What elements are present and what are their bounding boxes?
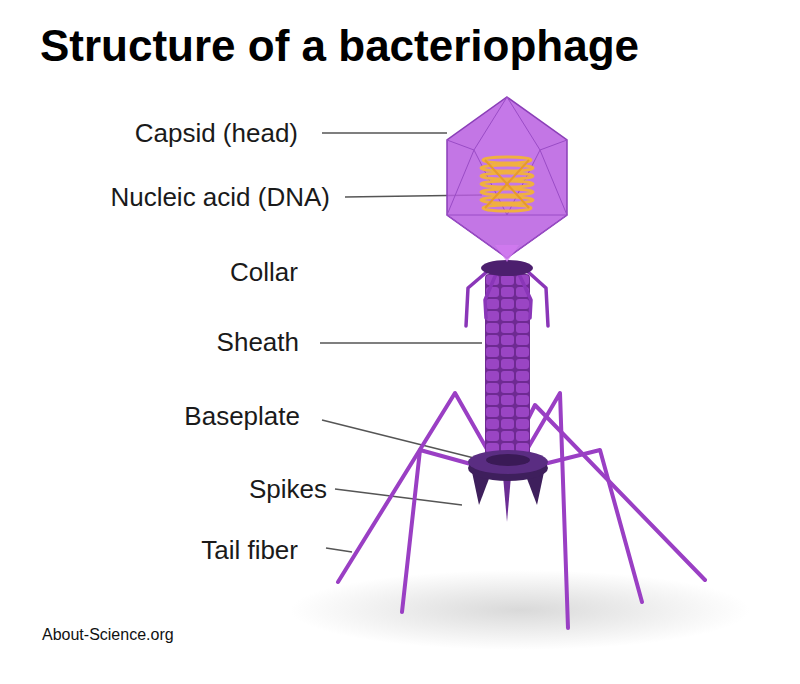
part-label: Baseplate bbox=[184, 401, 300, 431]
part-label: Capsid (head) bbox=[135, 118, 298, 148]
part-label: Tail fiber bbox=[201, 535, 298, 565]
capsid bbox=[447, 97, 567, 262]
part-label: Spikes bbox=[249, 474, 327, 504]
part-label: Nucleic acid (DNA) bbox=[110, 182, 330, 212]
diagram-title: Structure of a bacteriophage bbox=[40, 20, 639, 72]
dna-coil bbox=[481, 157, 533, 211]
tail-sheath bbox=[485, 274, 530, 458]
collar-disk bbox=[481, 260, 533, 276]
ground-shadow bbox=[290, 570, 750, 650]
watermark: About-Science.org bbox=[42, 625, 174, 645]
collar-whiskers bbox=[466, 270, 548, 326]
part-label: Sheath bbox=[217, 327, 299, 357]
baseplate bbox=[468, 450, 548, 522]
part-label: Collar bbox=[230, 257, 298, 287]
